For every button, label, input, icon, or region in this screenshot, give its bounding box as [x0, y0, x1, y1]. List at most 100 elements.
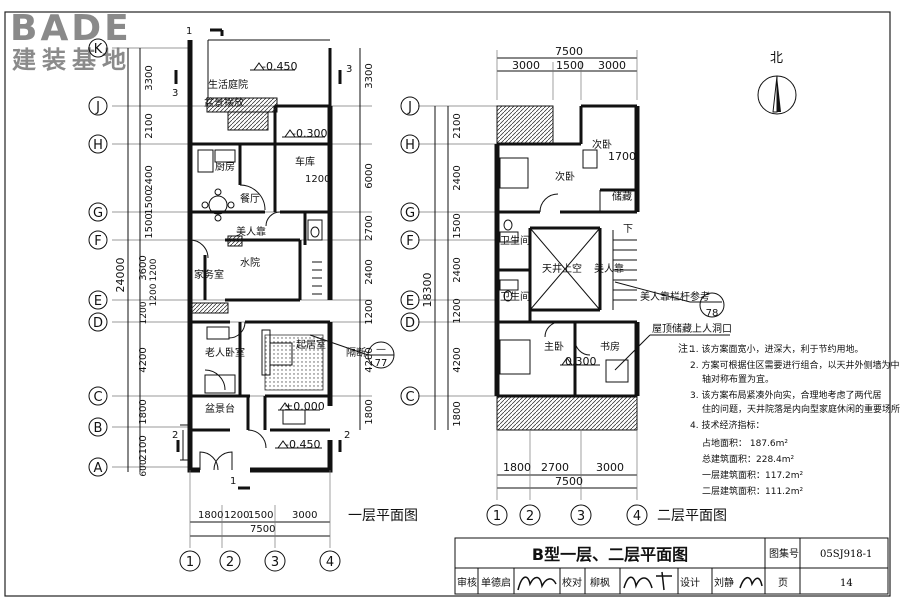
dim: 1200 — [149, 258, 159, 281]
room-kitchen: 厨房 — [215, 160, 235, 173]
note-line: 3. 该方案布局紧凑外向实，合理地考虑了两代居 — [690, 389, 881, 401]
axis-label: G — [93, 206, 103, 221]
room-bonsai-top: 盆景摆放 — [204, 96, 244, 109]
section-top: — — [376, 344, 386, 355]
stat-line: 二层建筑面积：111.2m² — [702, 485, 804, 497]
dim: 3000 — [598, 59, 626, 72]
note-line: 2. 方案可根据住区需要进行组合，以天井外侧墙为中 — [690, 359, 899, 371]
room-void: 天井上空 — [542, 262, 582, 275]
stat-line: 一层建筑面积：117.2m² — [702, 469, 804, 481]
dim: 3000 — [292, 510, 317, 521]
north-arrow: 北 — [757, 51, 797, 115]
room-master: 主卧 — [544, 340, 564, 353]
plan1-axis-bubbles: K J H G F E D C B A — [88, 38, 108, 477]
cut-mark: 3 — [172, 88, 178, 99]
axis-label: J — [407, 100, 412, 115]
designer-name: 刘静 — [714, 576, 734, 589]
room-storage: 储藏 — [612, 190, 632, 203]
room-bath2: 卫生间 — [500, 290, 530, 303]
section-num: 77 — [375, 358, 388, 369]
dim: 1500 — [144, 213, 155, 238]
atlas-number: 05SJ918-1 — [820, 549, 872, 560]
dim: 1200 — [149, 283, 159, 306]
dim: 4200 — [452, 347, 463, 372]
axis-label: 1 — [493, 509, 501, 524]
reviewer-name: 单德启 — [481, 576, 511, 589]
room-bed-top: 次卧 — [592, 138, 612, 151]
axis-label: 4 — [326, 555, 334, 570]
dim: 1200 — [139, 301, 149, 324]
review-label: 审核 — [457, 576, 477, 589]
room-down: 下 — [623, 224, 633, 235]
room-elder: 老人卧室 — [205, 346, 245, 359]
axis-label: J — [95, 100, 100, 115]
dim: 2100 — [144, 113, 155, 138]
axis-label: 1 — [186, 555, 194, 570]
plan2-walls — [494, 104, 640, 398]
dim: 3000 — [512, 59, 540, 72]
title-block: B型一层、二层平面图 图集号 05SJ918-1 页 14 审核 单德启 校对 … — [454, 537, 889, 595]
dim: 2400 — [452, 165, 463, 190]
elev-master: 0.300 — [565, 355, 597, 368]
atlas-label: 图集号 — [769, 547, 799, 560]
axis-label: H — [93, 138, 103, 153]
room-bed-right: 次卧 — [555, 170, 575, 183]
dim: 1200 — [364, 299, 375, 324]
plan1-room-labels: 生活庭院 盆景摆放 厨房 餐厅 车库 美人靠 水院 家务室 老人卧室 起居室 盆… — [194, 78, 326, 415]
elev-front: -0.450 — [285, 438, 320, 451]
axis-label: C — [93, 390, 102, 405]
axis-label: 3 — [271, 555, 279, 570]
north-label: 北 — [770, 51, 783, 66]
elev-court: -0.450 — [262, 60, 297, 73]
axis-label: 2 — [226, 555, 234, 570]
axis-label: E — [406, 294, 414, 309]
plan1-elevations: -0.450 -0.300 1200 ±0.000 -0.450 — [250, 60, 330, 451]
plan1-total-length: 24000 — [114, 258, 127, 293]
room-bath1: 卫生间 — [500, 234, 530, 247]
cut-mark: 1 — [186, 26, 192, 37]
plan1-doors — [189, 184, 281, 471]
elev-garage: -0.300 — [292, 127, 327, 140]
checker-signature — [623, 571, 672, 591]
dim: 1200 — [452, 298, 463, 323]
balcony-front — [496, 395, 638, 431]
plan2-fixtures — [499, 149, 637, 383]
plan2-top-dimensions: 7500 3000 1500 3000 — [496, 45, 638, 100]
dim: 1500 — [452, 213, 463, 238]
logo: BADE 建装基地 — [10, 8, 132, 74]
note-line: 1. 该方案面宽小，进深大，利于节约用地。 — [690, 343, 863, 355]
room-maid: 家务室 — [194, 268, 224, 281]
dim: 3000 — [596, 461, 624, 474]
plan2-total-length: 18300 — [421, 273, 434, 308]
cabinet-ref-label: 美人靠栏杆参考 — [640, 290, 710, 303]
axis-label: 2 — [526, 509, 534, 524]
plan2-grid-lines — [418, 105, 497, 397]
notes-head: 注： — [678, 342, 698, 355]
dim: 1500 — [144, 189, 155, 214]
room-study: 书房 — [600, 340, 620, 353]
plan2-column-axes: 1 2 3 4 — [486, 504, 648, 526]
cabinet-ref-num: 78 — [706, 308, 719, 319]
note-line: 住的问题，天井院落是内向型家庭休闲的重要场所。 — [702, 403, 900, 415]
room-bonsai: 盆景台 — [205, 402, 235, 415]
logo-brand: BADE — [10, 8, 132, 49]
axis-label: H — [405, 138, 415, 153]
dim: 1200 — [224, 510, 249, 521]
plan2-elevations: 1700 0.300 — [560, 150, 636, 368]
logo-chinese: 建装基地 — [12, 46, 132, 74]
dim: 2100 — [138, 435, 149, 460]
room-living: 起居室 — [296, 338, 326, 351]
elev-main: ±0.000 — [284, 400, 325, 413]
stat-line: 总建筑面积：228.4m² — [702, 453, 795, 465]
room-cabinet: 美人靠 — [594, 262, 624, 275]
dim: 1800 — [198, 510, 223, 521]
first-floor-plan: 24000 3300 2100 2400 1500 1500 3600 1200… — [88, 26, 418, 572]
dim-total: 7500 — [555, 475, 583, 488]
dim: 4200 — [138, 347, 149, 372]
section-label: 隔断 — [346, 346, 366, 359]
second-floor-plan: 7500 3000 1500 3000 18300 2100 2400 1500… — [400, 45, 732, 526]
axis-label: 3 — [577, 509, 585, 524]
check-label: 校对 — [562, 576, 582, 589]
dim: 2700 — [364, 215, 375, 240]
